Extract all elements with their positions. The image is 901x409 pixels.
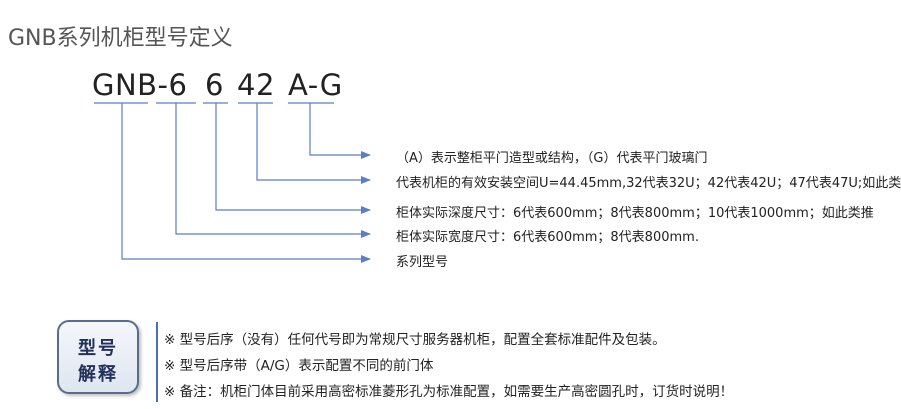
desc-series: 系列型号 (396, 255, 449, 270)
connector-door (309, 103, 371, 159)
code-door: A-G (288, 68, 343, 102)
connector-depth (215, 103, 371, 214)
note-1: ※ 型号后序（没有）任何代号即为常规尺寸服务器机柜，配置全套标准配件及包装。 (164, 332, 666, 348)
code-height: 42 (237, 68, 275, 102)
note-3: ※ 备注：机柜门体目前采用高密标准菱形孔为标准配置，如需要生产高密圆孔时，订货时… (164, 384, 734, 400)
desc-depth: 柜体实际深度尺寸：6代表600mm；8代表800mm；10代表1000mm；如此… (396, 206, 874, 221)
badge-line-1: 型号 (78, 338, 118, 359)
connector-series (121, 103, 371, 263)
page-title: GNB系列机柜型号定义 (8, 26, 233, 51)
note-2: ※ 型号后序带（A/G）表示配置不同的前门体 (164, 358, 434, 374)
code-series: GNB-6 (92, 68, 188, 102)
connector-height (256, 103, 371, 184)
desc-height: 代表机柜的有效安装空间U=44.45mm,32代表32U；42代表42U；47代… (396, 176, 901, 191)
connector-width (175, 103, 371, 238)
notes-divider (156, 322, 158, 402)
model-explanation-badge: 型号 解释 (57, 320, 139, 394)
code-depth: 6 (205, 68, 224, 102)
badge-line-2: 解释 (78, 364, 118, 385)
desc-width: 柜体实际宽度尺寸：6代表600mm；8代表800mm. (396, 230, 699, 245)
desc-door: （A）表示整柜平门造型或结构，（G）代表平门玻璃门 (396, 151, 708, 166)
